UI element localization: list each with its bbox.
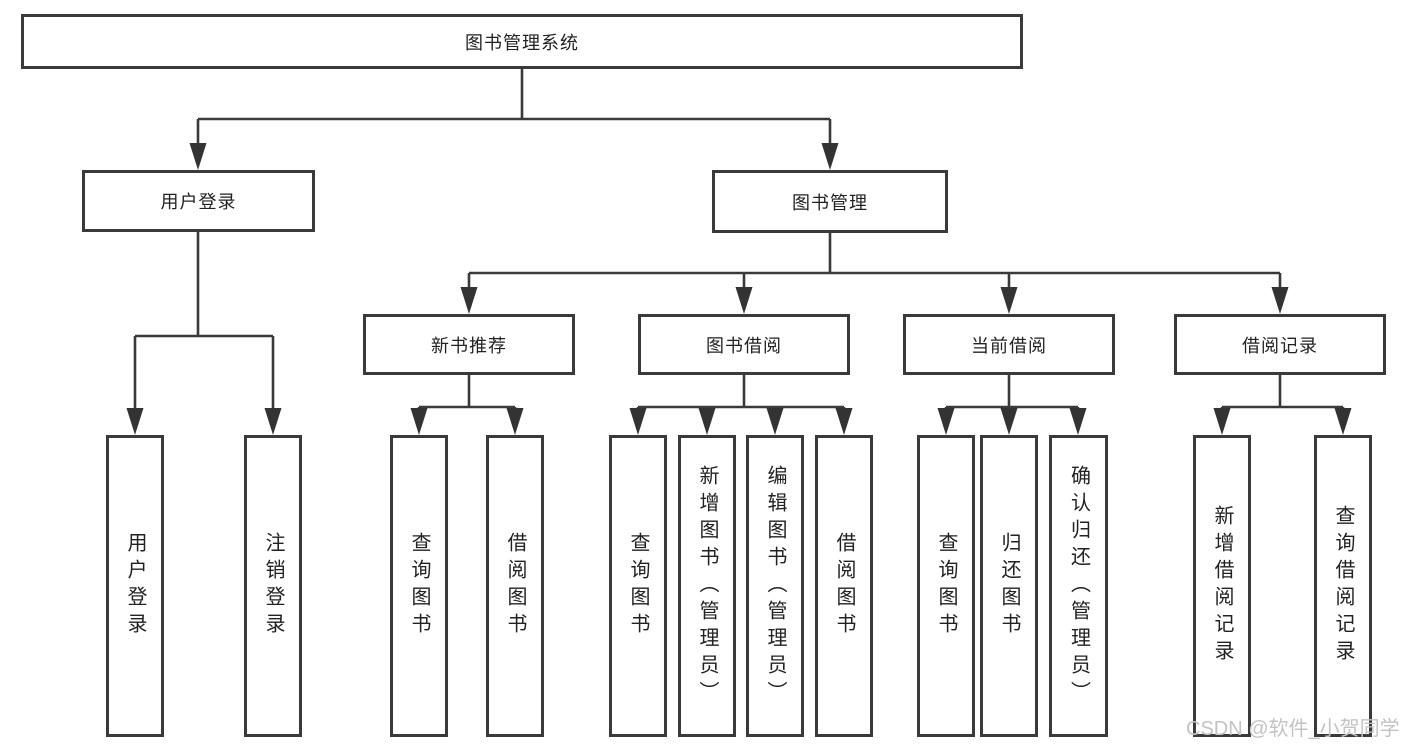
csdn-watermark: CSDN @软件_小贺同学 bbox=[1186, 718, 1400, 740]
leaf-query-books-recommend: 查询图书 bbox=[390, 435, 448, 737]
leaf-confirm-return-admin: 确认归还（管理员） bbox=[1049, 435, 1108, 737]
node-root-library-system: 图书管理系统 bbox=[21, 14, 1023, 69]
node-user-login: 用户登录 bbox=[82, 170, 315, 232]
leaf-query-borrow-record: 查询借阅记录 bbox=[1314, 435, 1372, 737]
node-new-book-recommend: 新书推荐 bbox=[363, 314, 575, 375]
leaf-borrow-books-recommend: 借阅图书 bbox=[486, 435, 544, 737]
node-book-borrowing: 图书借阅 bbox=[638, 314, 850, 375]
node-borrowing-records: 借阅记录 bbox=[1174, 314, 1386, 375]
leaf-borrow-books: 借阅图书 bbox=[815, 435, 873, 737]
leaf-logout: 注销登录 bbox=[244, 435, 302, 737]
node-current-borrowing: 当前借阅 bbox=[903, 314, 1115, 375]
leaf-user-login: 用户登录 bbox=[106, 435, 164, 737]
leaf-return-books: 归还图书 bbox=[980, 435, 1038, 737]
leaf-query-books-current: 查询图书 bbox=[917, 435, 975, 737]
leaf-edit-books-admin: 编辑图书（管理员） bbox=[746, 435, 804, 737]
leaf-query-books-borrowing: 查询图书 bbox=[609, 435, 667, 737]
leaf-add-borrow-record: 新增借阅记录 bbox=[1193, 435, 1251, 737]
leaf-add-books-admin: 新增图书（管理员） bbox=[678, 435, 736, 737]
node-book-management: 图书管理 bbox=[712, 170, 948, 233]
